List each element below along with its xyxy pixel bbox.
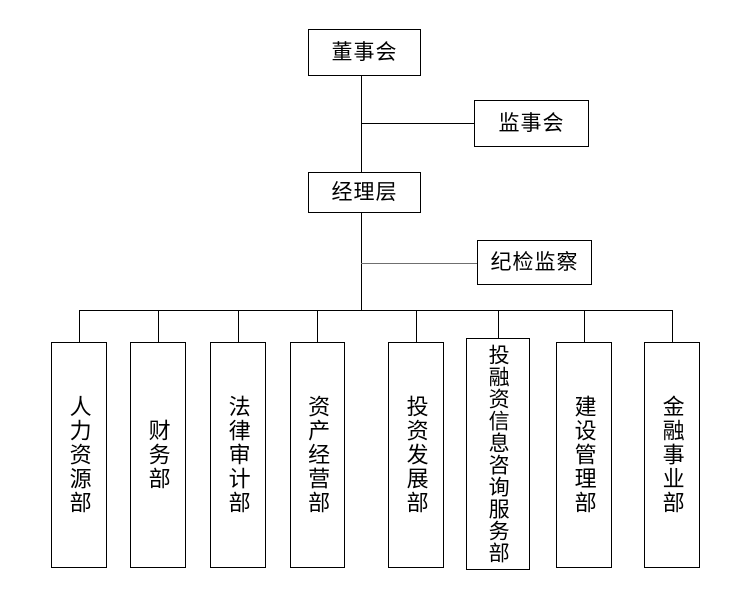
department-box-7[interactable]: 建设管理部 [556, 342, 612, 568]
department-label-7: 建设管理部 [571, 395, 597, 515]
node-discipline-inspection[interactable]: 纪检监察 [477, 240, 592, 285]
department-box-8[interactable]: 金融事业部 [644, 342, 700, 568]
department-box-4[interactable]: 资产经营部 [290, 342, 345, 568]
department-label-4: 资产经营部 [305, 395, 331, 515]
connector-drop-1 [79, 310, 80, 342]
connector-drop-4 [317, 310, 318, 342]
department-box-3[interactable]: 法律审计部 [210, 342, 266, 568]
connector-board-to-supervisory [361, 123, 474, 124]
department-label-5: 投资发展部 [403, 395, 429, 515]
department-label-8: 金融事业部 [659, 395, 685, 515]
connector-drop-8 [672, 310, 673, 342]
connector-drop-2 [158, 310, 159, 342]
node-management-label: 经理层 [331, 179, 398, 204]
node-discipline-inspection-label: 纪检监察 [490, 249, 579, 274]
department-distribution-bar [79, 310, 673, 311]
department-label-2: 财务部 [145, 419, 171, 491]
department-box-1[interactable]: 人力资源部 [51, 342, 107, 568]
connector-drop-6 [498, 310, 499, 338]
department-box-5[interactable]: 投资发展部 [388, 342, 444, 568]
connector-management-to-departments [361, 213, 362, 311]
node-supervisory-board[interactable]: 监事会 [474, 100, 589, 147]
connector-drop-3 [238, 310, 239, 342]
node-board-label: 董事会 [331, 39, 398, 64]
connector-drop-7 [584, 310, 585, 342]
department-box-2[interactable]: 财务部 [130, 342, 186, 568]
connector-management-to-discipline [361, 263, 477, 264]
node-management[interactable]: 经理层 [308, 172, 421, 213]
connector-board-to-management [361, 76, 362, 172]
department-box-6[interactable]: 投融资信息咨询服务部 [466, 338, 530, 570]
node-board[interactable]: 董事会 [308, 29, 421, 76]
department-label-1: 人力资源部 [66, 395, 92, 515]
connector-drop-5 [416, 310, 417, 342]
department-label-3: 法律审计部 [225, 395, 251, 515]
department-label-6: 投融资信息咨询服务部 [486, 344, 511, 564]
node-supervisory-board-label: 监事会 [498, 110, 565, 135]
